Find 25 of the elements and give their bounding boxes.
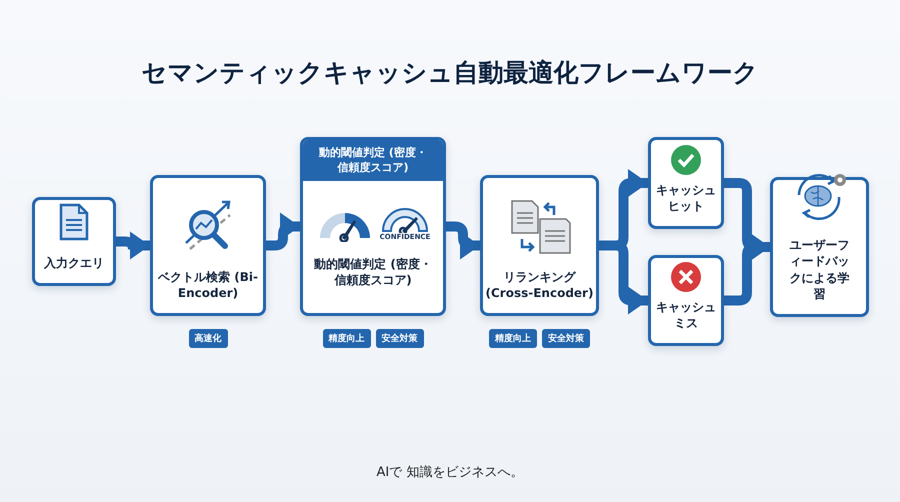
header-text: 動的閾値判定 (密度・信頼度スコア): [318, 146, 428, 176]
node-text: 入力クエリ: [44, 254, 104, 271]
tag: 高速化: [188, 329, 228, 348]
node-text: ベクトル検索 (Bi-Encoder): [156, 268, 259, 301]
title: セマンティックキャッシュ自動最適化フレームワーク: [142, 58, 758, 87]
tag: 安全対策: [542, 329, 590, 348]
threshold-box: [300, 137, 446, 316]
node-text: ユーザーフィードバックによる学習: [788, 237, 850, 302]
tag: 精度向上: [489, 329, 537, 348]
tag: 安全対策: [376, 329, 424, 348]
process-box: [150, 175, 266, 316]
node-text: 動的閾値判定 (密度・信頼度スコア): [313, 256, 433, 288]
arrow: [446, 222, 480, 260]
result-box: [648, 255, 724, 346]
node-text: キャッシュミス: [655, 298, 717, 331]
process-box: [480, 175, 599, 316]
tag: 精度向上: [322, 329, 370, 348]
result-box: [648, 137, 724, 229]
arrow: [266, 212, 300, 250]
node-text: リランキング (Cross-Encoder): [484, 268, 594, 301]
node-text: キャッシュヒット: [655, 182, 717, 214]
tagline: AIで 知識をビジネスへ。: [376, 464, 524, 481]
arrow: [116, 232, 150, 260]
process-box: [32, 197, 116, 286]
process-box: [770, 177, 869, 317]
